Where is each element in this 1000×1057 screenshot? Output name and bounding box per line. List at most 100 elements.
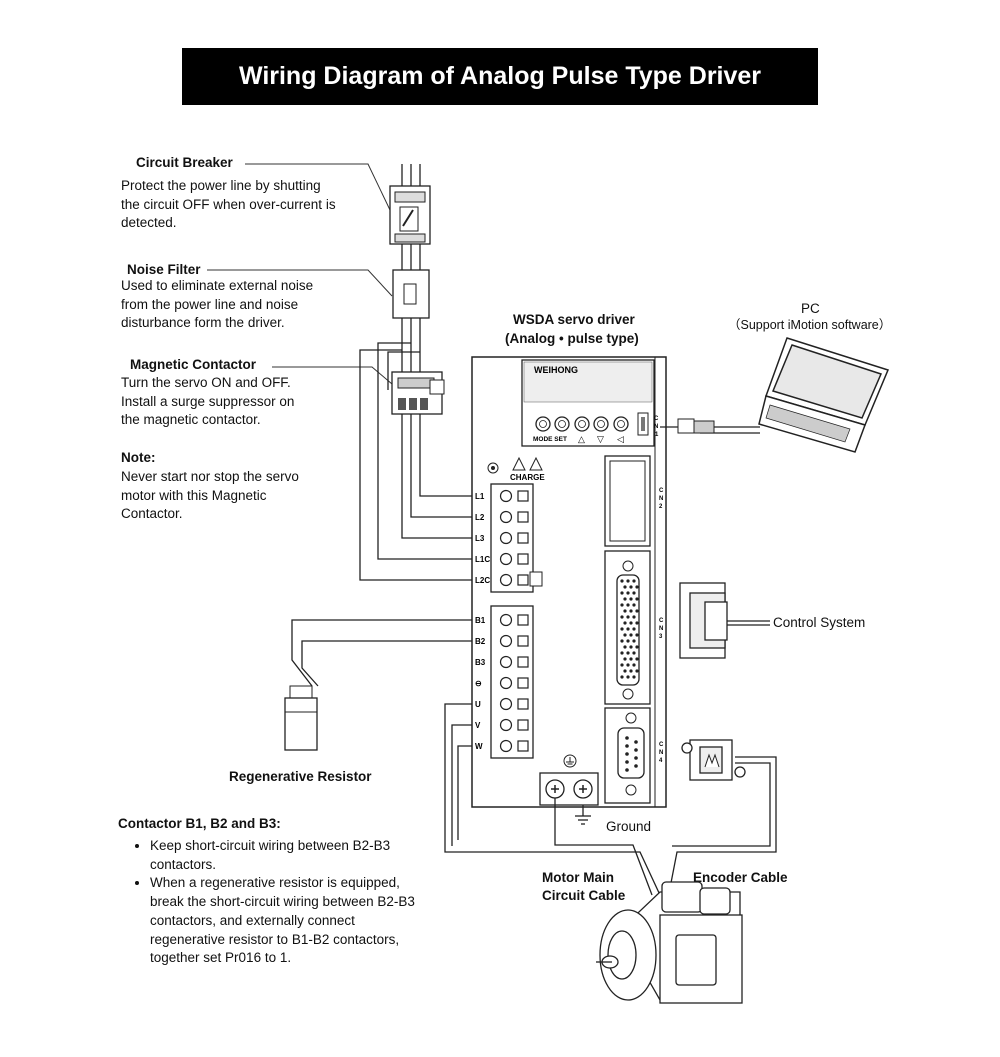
cn3-pin bbox=[629, 597, 633, 601]
cn2-label: C bbox=[659, 488, 664, 494]
magnetic-contactor-desc-1: Turn the servo ON and OFF. bbox=[121, 375, 291, 390]
terminal-slot-output-6 bbox=[517, 740, 529, 752]
terminal-slot-power-3 bbox=[517, 553, 529, 565]
terminal-screw-power-4 bbox=[499, 573, 513, 587]
motor-cable-label-2: Circuit Cable bbox=[542, 888, 626, 903]
terminal-screw-power-2 bbox=[499, 531, 513, 545]
cn3-pin bbox=[629, 609, 633, 613]
noise-filter-leader bbox=[207, 269, 393, 297]
cn3-pin bbox=[623, 657, 627, 661]
terminal-screw-output-5 bbox=[499, 718, 513, 732]
page-title: Wiring Diagram of Analog Pulse Type Driv… bbox=[182, 48, 818, 105]
brand-logo: WEIHONG bbox=[534, 365, 578, 375]
cn3-pin bbox=[620, 651, 624, 655]
regenerative-resistor-label: Regenerative Resistor bbox=[229, 769, 372, 784]
cn3-pin bbox=[632, 639, 636, 643]
cn3-pin bbox=[632, 615, 636, 619]
driver-name: WSDA servo driver bbox=[513, 312, 635, 327]
cn3-pin bbox=[626, 639, 630, 643]
noise-filter bbox=[392, 269, 430, 319]
power-wires bbox=[359, 164, 472, 581]
servo-driver: WEIHONG MODE SET △ ▽ ◁ C N 1 CHARGE bbox=[471, 356, 667, 808]
cn3-pin bbox=[623, 585, 627, 589]
cn3-pin bbox=[620, 663, 624, 667]
cn3-pin bbox=[620, 591, 624, 595]
up-arrow-icon: △ bbox=[578, 434, 585, 444]
encoder-connector bbox=[681, 739, 746, 781]
cn3-pin bbox=[623, 597, 627, 601]
pc-label: PC bbox=[801, 301, 820, 316]
note-desc-2: motor with this Magnetic bbox=[121, 487, 267, 503]
terminal-label-power-0: L1 bbox=[475, 492, 485, 501]
terminal-screw-output-2 bbox=[499, 655, 513, 669]
control-system-label: Control System bbox=[773, 615, 866, 630]
motor-main-cable bbox=[444, 703, 661, 896]
cn3-pin bbox=[635, 609, 639, 613]
svg-text:4: 4 bbox=[659, 758, 663, 764]
terminal-label-output-5: V bbox=[475, 721, 481, 730]
cn3-pin bbox=[635, 621, 639, 625]
cn4-label: C bbox=[659, 742, 664, 748]
contactor-b-bullets: Keep short-circuit wiring between B2-B3 … bbox=[128, 837, 420, 968]
contactor-b-bullet-1: Keep short-circuit wiring between B2-B3 … bbox=[150, 837, 420, 874]
noise-filter-desc-3: disturbance form the driver. bbox=[121, 315, 285, 330]
magnetic-contactor bbox=[391, 371, 445, 415]
cn3-pin bbox=[635, 633, 639, 637]
cn3-pin bbox=[629, 657, 633, 661]
terminal-screw-output-6 bbox=[499, 739, 513, 753]
cn3-pin bbox=[629, 585, 633, 589]
terminal-slot-power-1 bbox=[517, 511, 529, 523]
hot-warning-icon bbox=[529, 456, 543, 471]
cn3-pin bbox=[623, 669, 627, 673]
charge-label: CHARGE bbox=[510, 473, 545, 482]
cn3-pin bbox=[635, 597, 639, 601]
terminal-label-output-6: W bbox=[475, 742, 483, 751]
magnetic-contactor-desc-3: the magnetic contactor. bbox=[121, 412, 261, 427]
mode-set-label: MODE SET bbox=[533, 436, 567, 443]
cn3-pin bbox=[629, 633, 633, 637]
terminal-screw-output-4 bbox=[499, 697, 513, 711]
cn3-pin bbox=[626, 651, 630, 655]
noise-filter-heading: Noise Filter bbox=[127, 262, 201, 277]
cn1-label: C bbox=[654, 416, 659, 422]
terminal-slot-power-4 bbox=[517, 574, 529, 586]
cn3-pin bbox=[635, 645, 639, 649]
contactor-b-heading: Contactor B1, B2 and B3: bbox=[118, 816, 281, 831]
cn3-pin bbox=[620, 603, 624, 607]
terminal-screw-output-3 bbox=[499, 676, 513, 690]
terminal-slot-output-0 bbox=[517, 614, 529, 626]
cn3-pin bbox=[626, 675, 630, 679]
svg-text:N: N bbox=[659, 496, 663, 502]
usb-plug-icon bbox=[677, 418, 715, 434]
cn3-pin bbox=[632, 579, 636, 583]
cn3-pin bbox=[632, 663, 636, 667]
cn3-pin bbox=[626, 615, 630, 619]
note-desc-1: Never start nor stop the servo bbox=[121, 469, 299, 484]
cn3-pin bbox=[632, 651, 636, 655]
cn3-pin bbox=[626, 591, 630, 595]
circuit-breaker-leader bbox=[245, 163, 391, 211]
terminal-slot-power-2 bbox=[517, 532, 529, 544]
cn3-pin bbox=[620, 639, 624, 643]
terminal-label-power-3: L1C bbox=[475, 555, 490, 564]
left-arrow-icon: ◁ bbox=[617, 434, 624, 444]
cn3-pin bbox=[632, 627, 636, 631]
circuit-breaker-desc-2: the circuit OFF when over-current is bbox=[121, 196, 336, 212]
terminal-screw-power-1 bbox=[499, 510, 513, 524]
regenerative-resistor bbox=[284, 685, 318, 751]
terminal-screw-output-0 bbox=[499, 613, 513, 627]
circuit-breaker bbox=[389, 185, 431, 245]
driver-type: (Analog • pulse type) bbox=[505, 331, 639, 346]
terminal-slot-output-2 bbox=[517, 656, 529, 668]
contactor-b-bullet-2: When a regenerative resistor is equipped… bbox=[150, 874, 420, 968]
note-heading: Note: bbox=[121, 450, 156, 465]
cn3-pin bbox=[635, 657, 639, 661]
magnetic-contactor-heading: Magnetic Contactor bbox=[130, 357, 257, 372]
terminal-slot-output-3 bbox=[517, 677, 529, 689]
note-desc-3: Contactor. bbox=[121, 506, 183, 521]
cn3-pin bbox=[635, 669, 639, 673]
cn3-label: C bbox=[659, 618, 664, 624]
cn3-pin bbox=[632, 591, 636, 595]
encoder-cable-label: Encoder Cable bbox=[693, 870, 788, 885]
